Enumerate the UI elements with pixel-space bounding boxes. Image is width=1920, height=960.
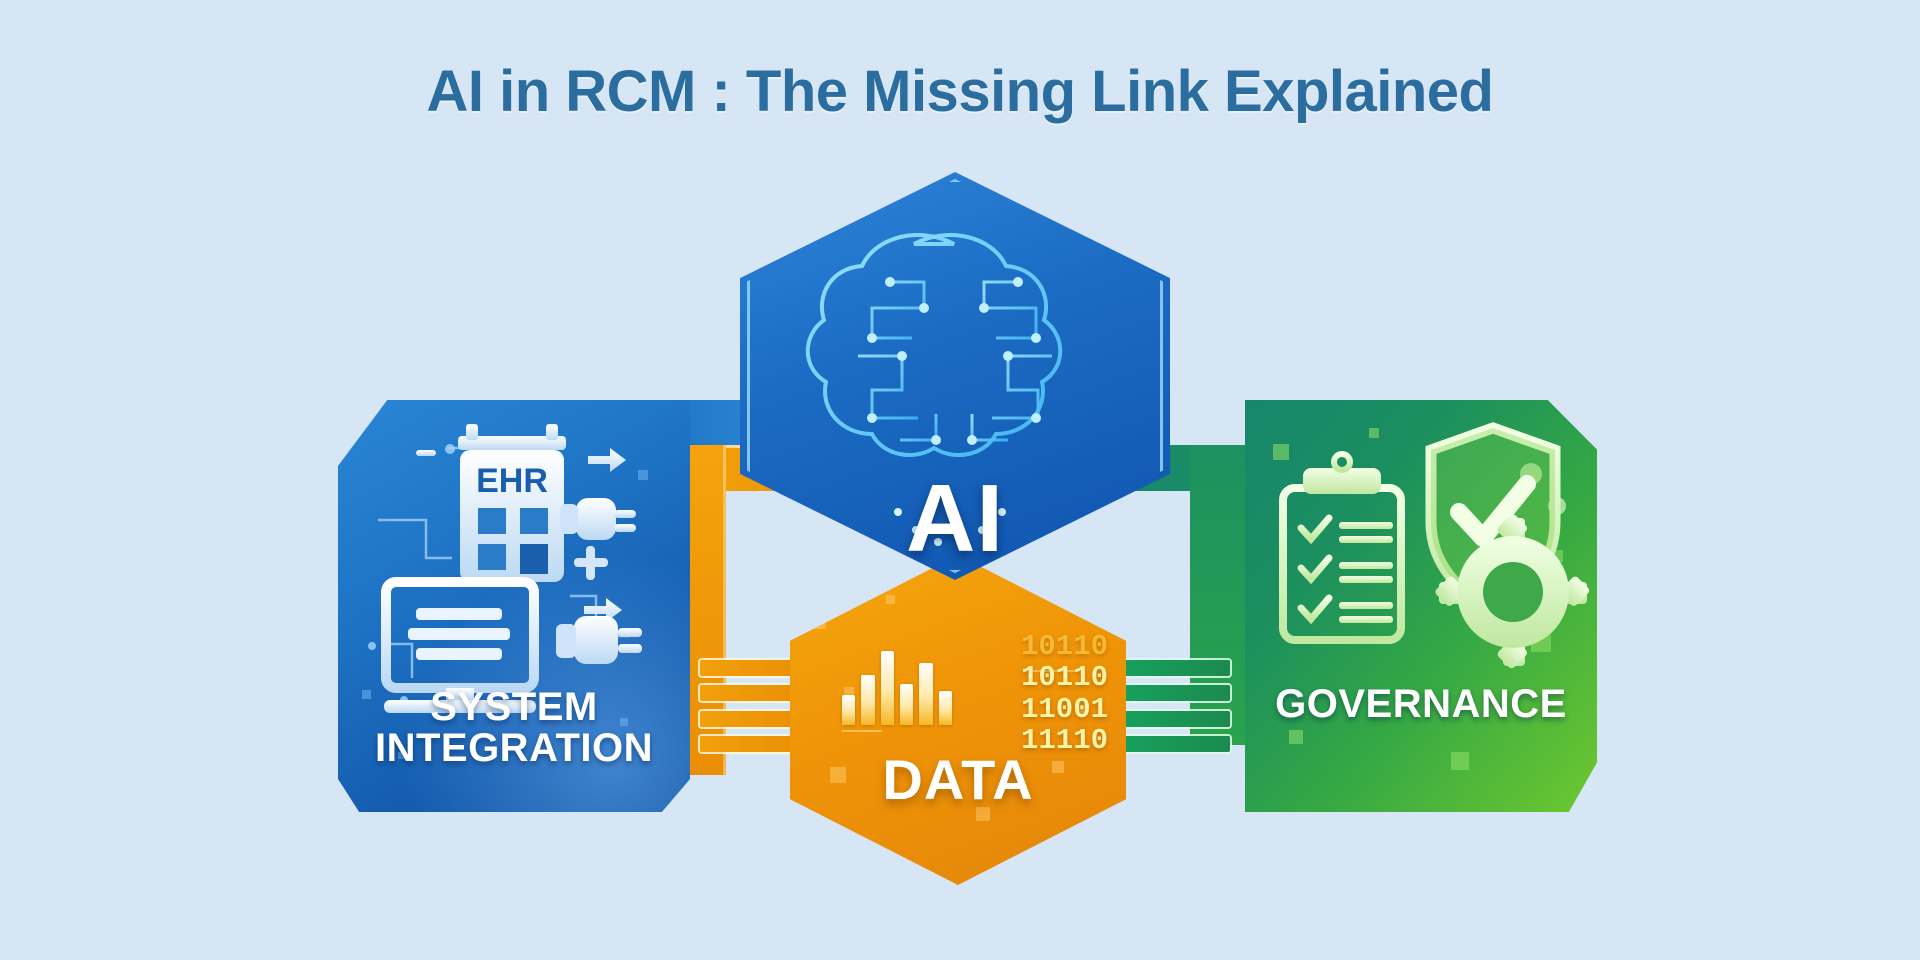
socket-icon: [556, 616, 642, 664]
governance-label: GOVERNANCE: [1275, 682, 1567, 727]
ai-node[interactable]: AI: [740, 172, 1170, 580]
plug-icon: [560, 498, 636, 540]
arrow-icon: [416, 448, 626, 622]
right-ladder-connector: [1124, 660, 1230, 752]
left-ladder-connector: [700, 660, 806, 752]
binary-line: 10110: [1020, 630, 1108, 663]
binary-line: 10110: [1020, 661, 1108, 695]
circuit-brain-icon: [805, 233, 1063, 546]
governance-card[interactable]: GOVERNANCE: [1245, 400, 1597, 812]
gear-icon: [1435, 514, 1590, 669]
data-label: DATA: [882, 748, 1034, 811]
ehr-building-icon: EHR: [458, 424, 566, 582]
ai-label: AI: [906, 465, 1004, 572]
system-integration-icon-group: EHR: [362, 424, 648, 759]
label-line-2: INTEGRATION: [374, 726, 654, 771]
monitor-icon: [381, 577, 539, 713]
governance-icon-group: [1273, 422, 1590, 770]
system-integration-label: SYSTEM INTEGRATION: [338, 684, 690, 771]
data-node[interactable]: 10110 10110 11001 11110 DATA: [790, 555, 1126, 885]
label-line-1: SYSTEM: [430, 684, 598, 729]
binary-line: 11001: [1020, 692, 1108, 726]
system-integration-card[interactable]: EHR: [338, 400, 690, 812]
binary-digits: 10110 10110 11001 11110: [1020, 630, 1108, 757]
binary-line: 11110: [1020, 723, 1108, 757]
plus-icon: [574, 546, 608, 580]
svg-text:EHR: EHR: [476, 462, 548, 500]
bar-chart-icon: [842, 651, 952, 725]
clipboard-checklist-icon: [1279, 451, 1405, 644]
page-title: AI in RCM : The Missing Link Explained: [426, 59, 1494, 124]
